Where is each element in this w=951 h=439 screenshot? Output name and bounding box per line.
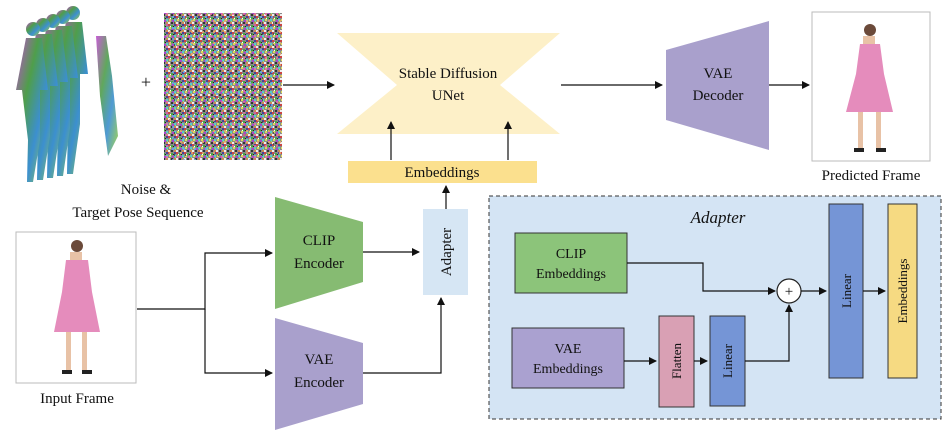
vae-embeddings-label-line2: Embeddings <box>533 362 603 377</box>
noise-caption-line1: Noise & <box>121 182 172 198</box>
vae-embeddings-box: VAE Embeddings <box>511 327 625 389</box>
input-frame-image <box>15 231 137 384</box>
unet-label-line1: Stable Diffusion <box>399 66 498 82</box>
embeddings-bar-label: Embeddings <box>405 165 480 181</box>
unet-block: Stable Diffusion UNet <box>337 33 560 134</box>
clip-embeddings-box: CLIP Embeddings <box>514 232 628 294</box>
embeddings-bar: Embeddings <box>348 161 537 183</box>
vae-decoder-block: VAE Decoder <box>666 21 769 150</box>
flatten-label: Flatten <box>669 342 684 379</box>
clip-embeddings-label-line2: Embeddings <box>536 267 606 282</box>
vae-embeddings-label-line1: VAE <box>555 342 582 357</box>
vae-encoder-block: VAE Encoder <box>275 318 363 430</box>
vae-decoder-label-line1: VAE <box>704 66 733 82</box>
vae-decoder-label-line2: Decoder <box>693 88 744 104</box>
clip-encoder-label-line1: CLIP <box>303 233 336 249</box>
unet-label-line2: UNet <box>432 88 465 104</box>
noise-caption-line2: Target Pose Sequence <box>72 205 203 221</box>
predicted-frame-image <box>811 11 931 162</box>
clip-encoder-block: CLIP Encoder <box>275 197 363 309</box>
sum-node: + <box>776 278 802 304</box>
adapter-detail-title: Adapter <box>690 208 746 227</box>
arrow-input-to-vae-encoder <box>204 309 273 377</box>
clip-encoder-label-line2: Encoder <box>294 256 344 272</box>
sum-symbol: + <box>785 284 793 300</box>
linear-big-label: Linear <box>839 273 854 308</box>
embeddings-output-label: Embeddings <box>895 259 910 324</box>
arrow-vae-encoder-to-adapter <box>363 297 445 374</box>
embeddings-output-box: Embeddings <box>887 203 918 379</box>
adapter-block-label: Adapter <box>439 228 455 276</box>
flatten-box: Flatten <box>658 315 695 408</box>
vae-encoder-label-line2: Encoder <box>294 375 344 391</box>
linear-small-label: Linear <box>720 343 735 378</box>
adapter-block: Adapter <box>423 209 468 295</box>
arrow-input-to-clip <box>137 249 273 310</box>
vae-encoder-label-line1: VAE <box>305 352 334 368</box>
linear-big-box: Linear <box>828 203 864 379</box>
noise-image <box>164 13 282 160</box>
linear-small-box: Linear <box>709 315 746 407</box>
arrow-linear-to-sum <box>745 304 793 362</box>
target-pose-sequence-image <box>16 6 118 182</box>
predicted-frame-caption: Predicted Frame <box>822 168 921 184</box>
plus-sign: + <box>141 72 151 92</box>
input-frame-caption: Input Frame <box>40 391 114 407</box>
adapter-detail-panel: Adapter CLIP Embeddings VAE Embeddings F… <box>488 195 942 420</box>
arrow-clip-emb-to-sum <box>627 262 776 295</box>
clip-embeddings-label-line1: CLIP <box>556 247 587 262</box>
